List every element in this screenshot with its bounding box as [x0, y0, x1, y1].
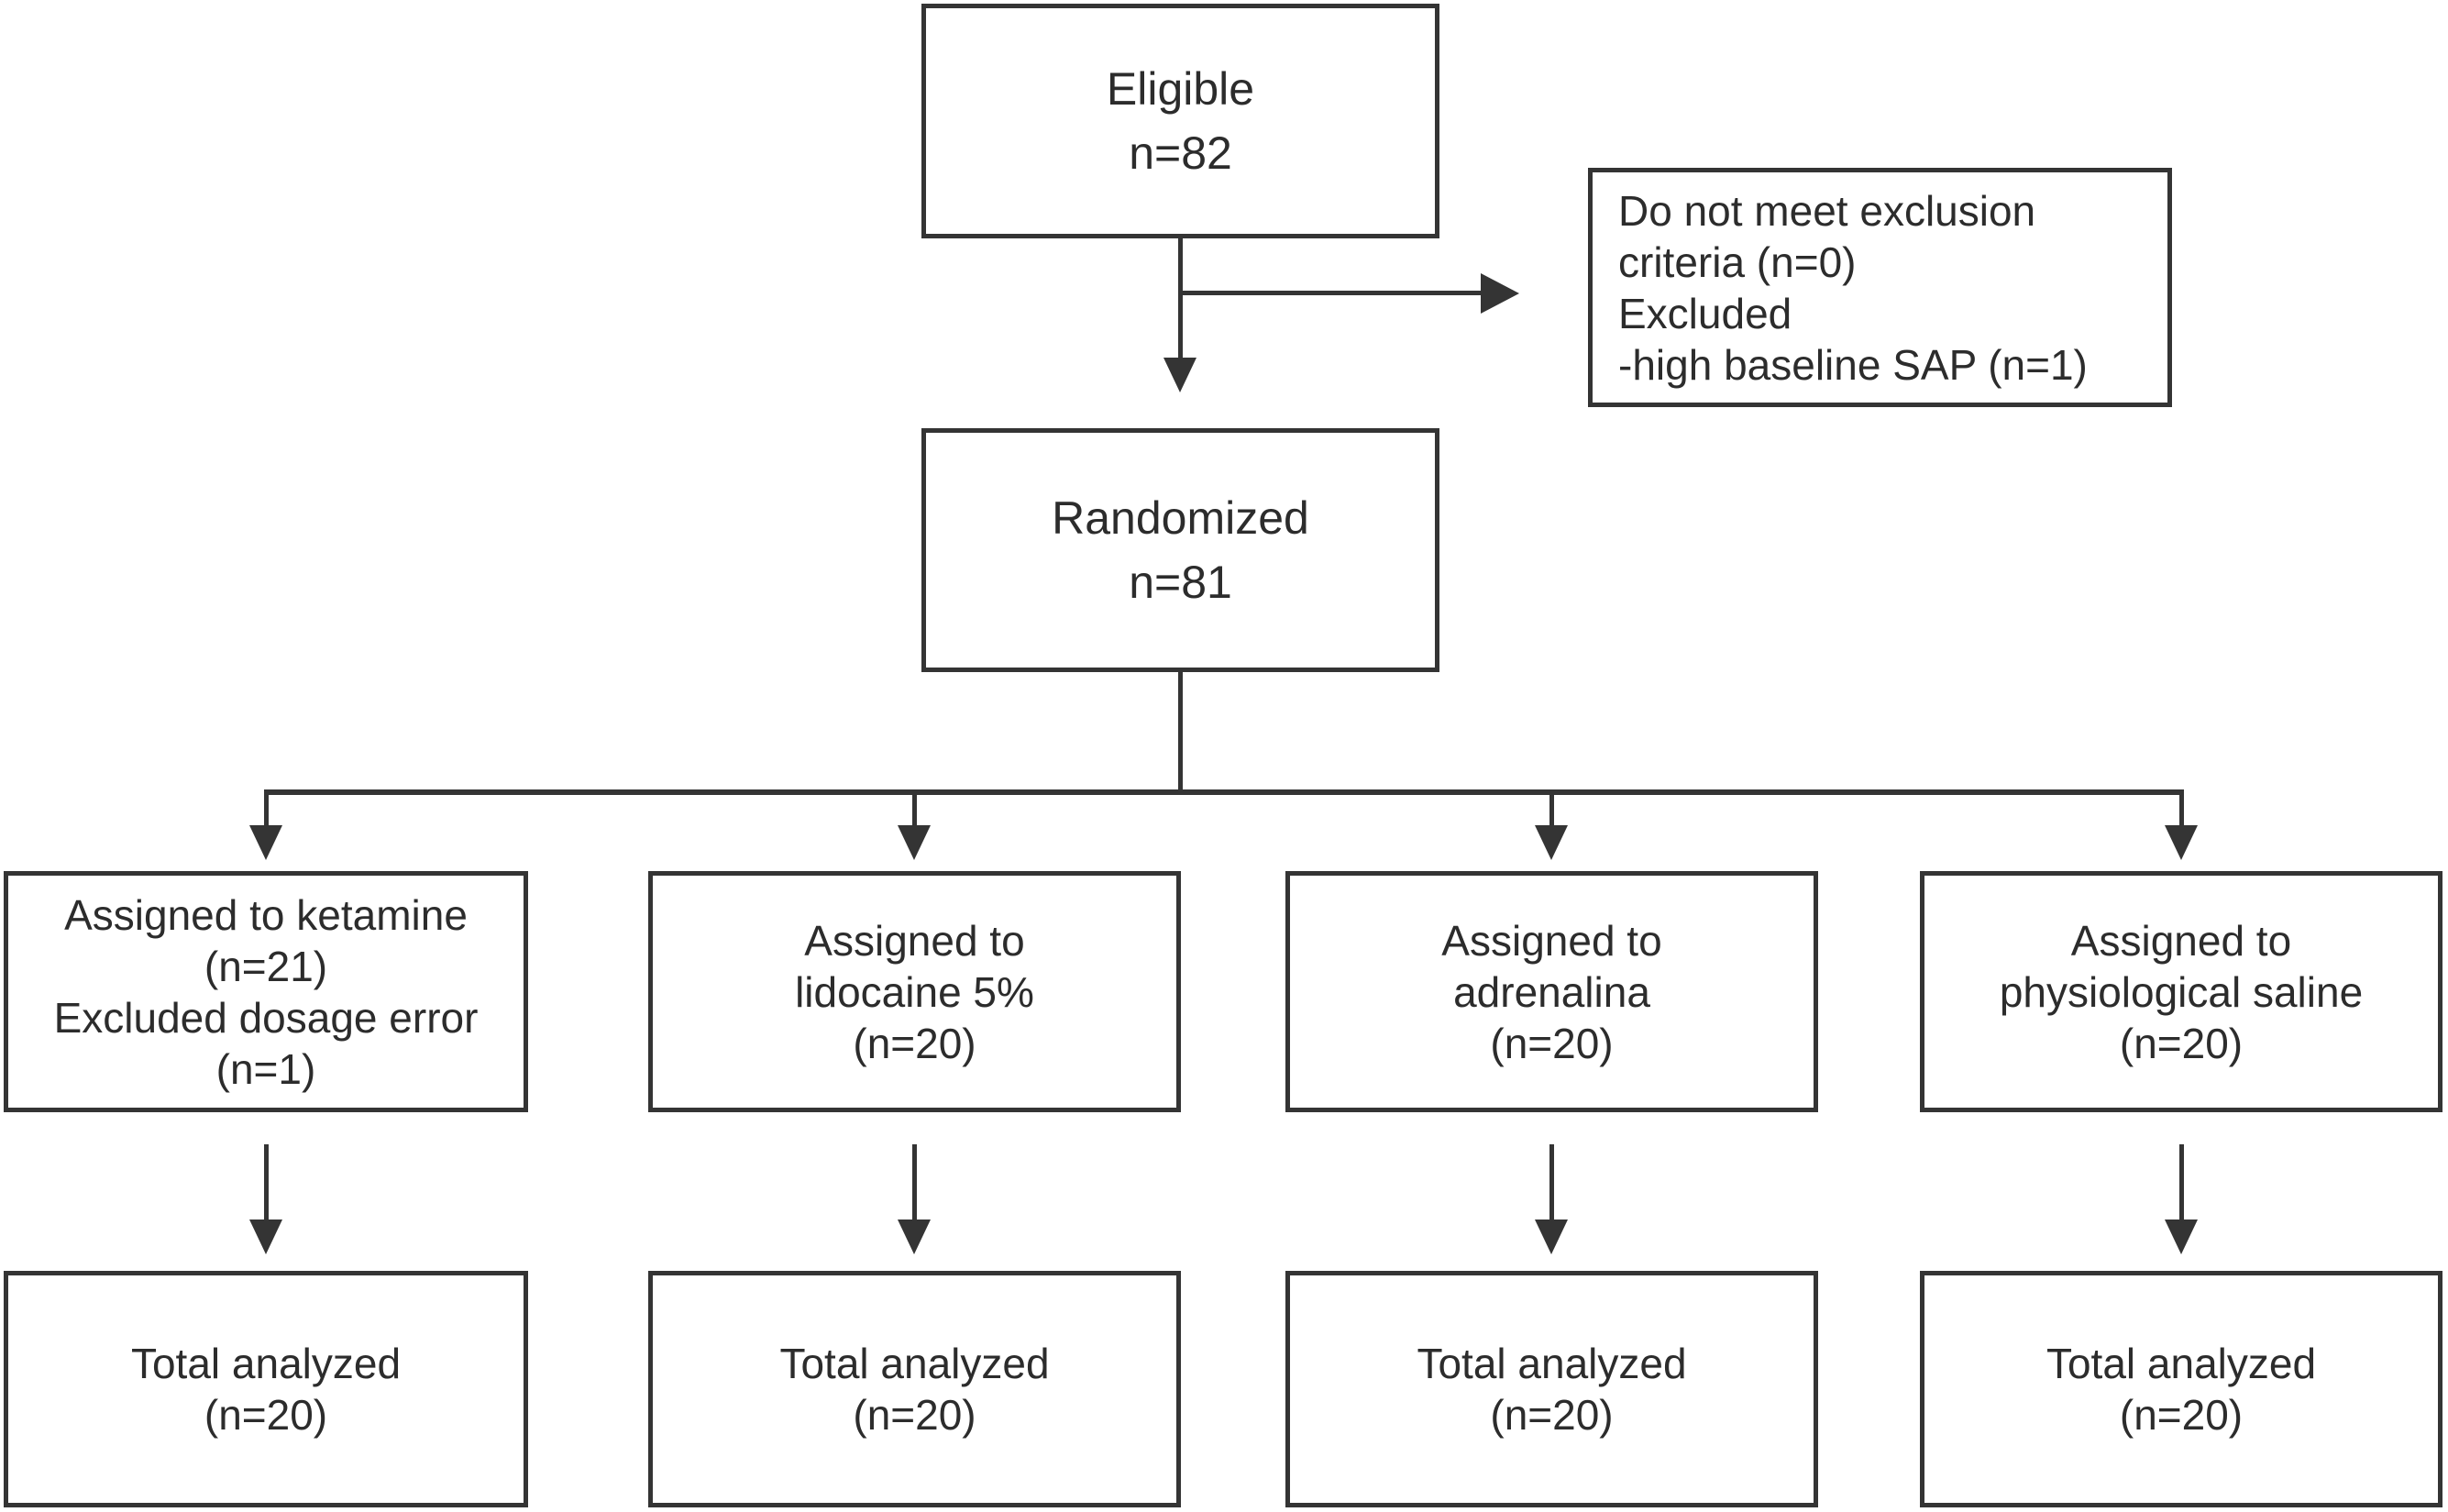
analyzed-ketamine-line-2: (n=20)	[204, 1391, 328, 1439]
analyzed-adrenalina-line-2: (n=20)	[1490, 1391, 1614, 1439]
exclusion-line-4: -high baseline SAP (n=1)	[1618, 340, 2088, 389]
connector-analyzed-adrenalina	[1549, 1144, 1554, 1221]
connector-randomized-junction	[1178, 670, 1183, 791]
arm-lidocaine-line-1: Assigned to	[804, 916, 1025, 965]
analyzed-ketamine-line-1: Total analyzed	[130, 1340, 402, 1387]
analyzed-adrenalina-box: Total analyzed (n=20)	[1285, 1271, 1818, 1507]
box-text: Total analyzed (n=20)	[1290, 1338, 1814, 1440]
arm-saline-box: Assigned to physiological saline (n=20)	[1920, 871, 2442, 1112]
randomized-line-2: n=81	[1129, 557, 1232, 608]
analyzed-saline-line-1: Total analyzed	[2046, 1340, 2317, 1387]
arm-ketamine-line-2: (n=21)	[204, 942, 328, 990]
box-text: Total analyzed (n=20)	[8, 1338, 524, 1440]
arm-ketamine-line-3: Excluded dosage error	[53, 993, 479, 1042]
analyzed-ketamine-box: Total analyzed (n=20)	[4, 1271, 528, 1507]
arm-adrenalina-line-2: adrenalina	[1453, 967, 1650, 1016]
box-text: Eligible n=82	[926, 57, 1435, 185]
box-text: Assigned to lidocaine 5% (n=20)	[653, 915, 1176, 1069]
connector-arm-adrenalina	[1549, 789, 1554, 827]
connector-analyzed-saline	[2179, 1144, 2184, 1221]
exclusion-line-1: Do not meet exclusion	[1618, 186, 2036, 235]
box-text: Assigned to adrenalina (n=20)	[1290, 915, 1814, 1069]
arm-ketamine-line-4: (n=1)	[215, 1044, 316, 1093]
exclusion-line-2: criteria (n=0)	[1618, 237, 1857, 286]
arm-ketamine-box: Assigned to ketamine (n=21) Excluded dos…	[4, 871, 528, 1112]
connector-arm-ketamine	[264, 789, 269, 827]
arrowhead-exclusion-icon	[1481, 273, 1519, 314]
arrowhead-analyzed-adrenalina-icon	[1535, 1220, 1568, 1254]
eligible-box: Eligible n=82	[921, 4, 1439, 238]
connector-analyzed-lidocaine	[912, 1144, 917, 1221]
arrowhead-arm-saline-icon	[2165, 825, 2198, 860]
arm-lidocaine-line-2: lidocaine 5%	[795, 967, 1034, 1016]
junction-horizontal-line	[264, 789, 2184, 795]
arm-lidocaine-line-3: (n=20)	[853, 1019, 976, 1067]
analyzed-saline-line-2: (n=20)	[2119, 1391, 2244, 1439]
arrowhead-arm-ketamine-icon	[249, 825, 282, 860]
box-text: Assigned to physiological saline (n=20)	[1924, 915, 2438, 1069]
analyzed-lidocaine-line-1: Total analyzed	[779, 1340, 1050, 1387]
box-text: Total analyzed (n=20)	[653, 1338, 1176, 1440]
box-text: Do not meet exclusion criteria (n=0) Exc…	[1618, 185, 2088, 391]
exclusion-note-box: Do not meet exclusion criteria (n=0) Exc…	[1588, 168, 2172, 407]
randomized-box: Randomized n=81	[921, 428, 1439, 672]
box-text: Total analyzed (n=20)	[1924, 1338, 2438, 1440]
analyzed-lidocaine-line-2: (n=20)	[853, 1391, 976, 1439]
arm-adrenalina-box: Assigned to adrenalina (n=20)	[1285, 871, 1818, 1112]
arrowhead-eligible-randomized-icon	[1163, 358, 1196, 392]
randomized-line-1: Randomized	[1052, 492, 1309, 544]
connector-eligible-randomized	[1178, 237, 1183, 359]
box-text: Assigned to ketamine (n=21) Excluded dos…	[8, 889, 524, 1095]
connector-exclusion	[1180, 291, 1483, 295]
arm-lidocaine-box: Assigned to lidocaine 5% (n=20)	[648, 871, 1181, 1112]
arrowhead-arm-lidocaine-icon	[898, 825, 931, 860]
arrowhead-arm-adrenalina-icon	[1535, 825, 1568, 860]
analyzed-lidocaine-box: Total analyzed (n=20)	[648, 1271, 1181, 1507]
arm-adrenalina-line-3: (n=20)	[1490, 1019, 1614, 1067]
analyzed-saline-box: Total analyzed (n=20)	[1920, 1271, 2442, 1507]
analyzed-adrenalina-line-1: Total analyzed	[1417, 1340, 1687, 1387]
arm-ketamine-line-1: Assigned to ketamine	[64, 890, 468, 939]
arm-saline-line-1: Assigned to	[2070, 916, 2292, 965]
exclusion-line-3: Excluded	[1618, 289, 1792, 337]
arm-adrenalina-line-1: Assigned to	[1441, 916, 1662, 965]
arm-saline-line-3: (n=20)	[2119, 1019, 2244, 1067]
arrowhead-analyzed-lidocaine-icon	[898, 1220, 931, 1254]
arrowhead-analyzed-ketamine-icon	[249, 1220, 282, 1254]
arrowhead-analyzed-saline-icon	[2165, 1220, 2198, 1254]
arm-saline-line-2: physiological saline	[1999, 967, 2364, 1016]
connector-arm-saline	[2179, 789, 2184, 827]
eligible-line-2: n=82	[1129, 127, 1232, 179]
box-text: Randomized n=81	[926, 486, 1435, 614]
connector-arm-lidocaine	[912, 789, 917, 827]
eligible-line-1: Eligible	[1106, 63, 1255, 115]
connector-analyzed-ketamine	[264, 1144, 269, 1221]
